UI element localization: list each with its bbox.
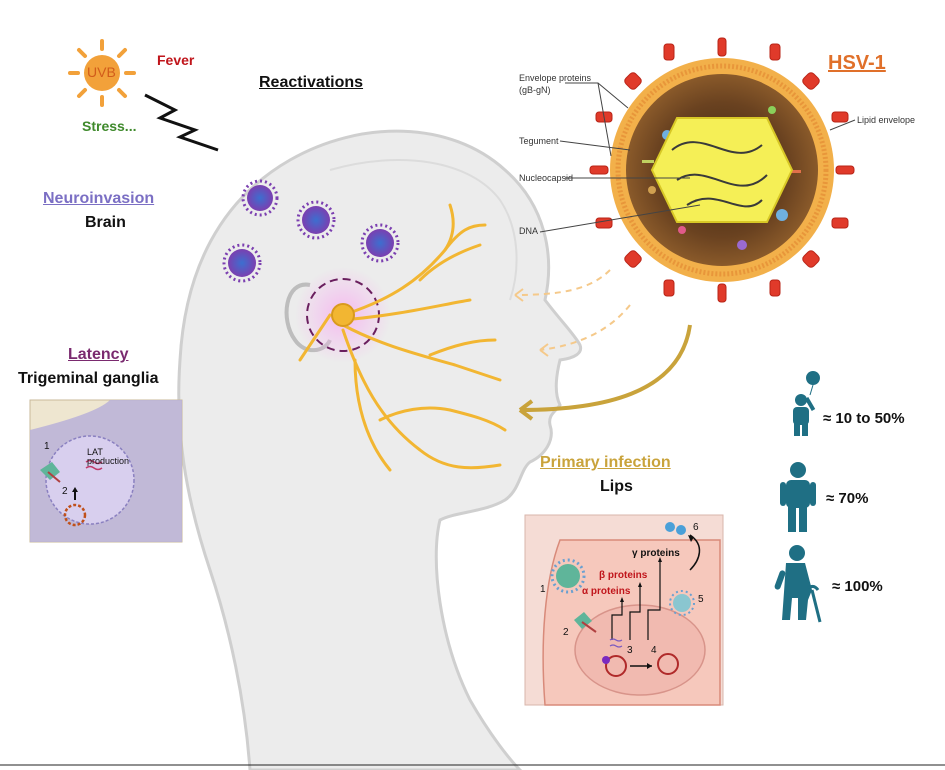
uvb-label: UVB [87, 64, 116, 80]
latency-step-2: 2 [62, 486, 68, 497]
primary-step-4: 4 [651, 645, 657, 656]
fever-label: Fever [157, 52, 195, 68]
alpha-proteins-label: α proteins [582, 586, 631, 597]
primary-step-1: 1 [540, 584, 546, 595]
stress-zigzag-icon [144, 93, 219, 152]
latency-step-1: 1 [44, 441, 50, 452]
lat-label: LAT [87, 447, 103, 457]
production-label: production [87, 456, 130, 466]
primary-infection-inset [524, 514, 724, 706]
latency-inset [29, 399, 183, 543]
primary-step-5: 5 [698, 594, 704, 605]
ganglion-cell [331, 303, 355, 327]
child-balloon-icon [793, 371, 820, 436]
lipid-envelope-label: Lipid envelope [857, 115, 916, 125]
brain-viruses [222, 179, 400, 283]
trigeminal-nerve [298, 203, 507, 472]
dashed-arrows [514, 269, 631, 357]
envelope-proteins-label: Envelope proteins [519, 73, 592, 83]
primary-step-6: 6 [693, 522, 699, 533]
tegument-label: Tegument [519, 136, 559, 146]
neuroinvasion-title: Neuroinvasion [43, 190, 155, 207]
envelope-proteins-sub-label: (gB-gN) [519, 85, 551, 95]
lips-label: Lips [600, 478, 633, 495]
infection-arrow [518, 324, 692, 421]
nucleocapsid-label: Nucleocapsid [519, 173, 574, 183]
hsv1-title: HSV-1 [828, 52, 886, 74]
hsv1-virion [589, 37, 855, 303]
trigeminal-label: Trigeminal ganglia [18, 370, 159, 387]
primary-step-3: 3 [627, 645, 633, 656]
reactivations-title: Reactivations [259, 74, 364, 91]
latency-title: Latency [68, 346, 129, 363]
brain-label: Brain [85, 214, 126, 231]
elderly-cane-icon [774, 545, 822, 623]
primary-step-2: 2 [563, 627, 569, 638]
prevalence-child-label: ≈ 10 to 50% [823, 410, 905, 427]
prevalence-adult-label: ≈ 70% [826, 490, 869, 507]
head-silhouette [177, 129, 583, 770]
gamma-proteins-label: γ proteins [632, 548, 680, 559]
prevalence-elderly-label: ≈ 100% [832, 578, 883, 595]
stress-label: Stress... [82, 118, 137, 134]
skull-outline [329, 159, 518, 301]
sun-icon [68, 39, 136, 107]
adult-icon [780, 462, 816, 532]
primary-infection-title: Primary infection [540, 454, 671, 471]
virus-callout-lines [539, 82, 856, 233]
dna-label: DNA [519, 226, 539, 236]
beta-proteins-label: β proteins [599, 570, 648, 581]
